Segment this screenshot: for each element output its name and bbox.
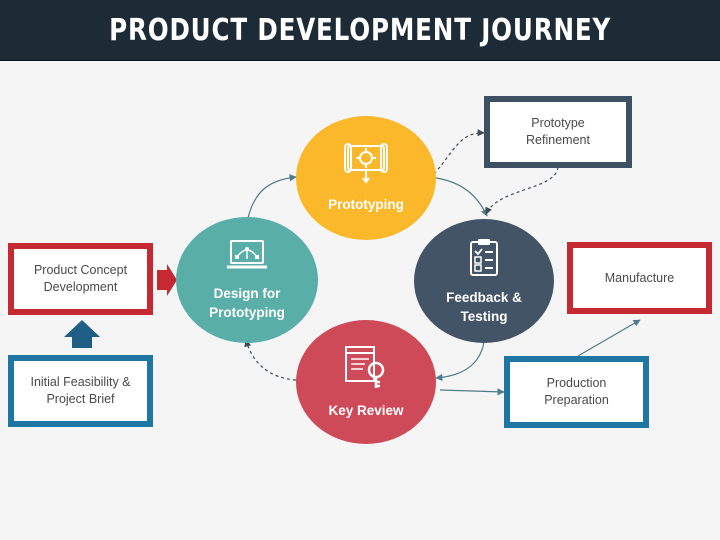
arrow-prototyping-to-refinement (433, 129, 485, 175)
design-label: Design for Prototyping (209, 285, 285, 320)
arrow-prototyping-to-feedback (435, 177, 488, 217)
title-bar: PRODUCT DEVELOPMENT JOURNEY (0, 0, 720, 61)
arrow-feedback-to-review (435, 341, 485, 382)
feasibility-label: Initial Feasibility & Project Brief (30, 375, 131, 406)
arrow-review-to-design (244, 339, 297, 381)
key-review-circle: Key Review (296, 320, 436, 444)
product-concept-label: Product Concept Development (33, 263, 128, 294)
arrow-design-to-prototyping (247, 174, 297, 219)
prototyping-circle: Prototyping (296, 116, 436, 240)
page-title: PRODUCT DEVELOPMENT JOURNEY (108, 12, 612, 48)
production-preparation-label: Production Preparation (544, 376, 609, 407)
manufacture-label: Manufacture (604, 270, 675, 285)
prototyping-label: Prototyping (328, 197, 404, 212)
clipboard-checklist-icon (467, 237, 501, 282)
laptop-design-icon (225, 239, 269, 278)
product-concept-box: Product Concept Development (8, 243, 153, 315)
arrow-review-to-production (439, 388, 505, 396)
arrow-refinement-to-feedback (485, 166, 559, 215)
blueprint-icon (342, 142, 390, 189)
feasibility-box: Initial Feasibility & Project Brief (8, 355, 153, 427)
production-preparation-box: Production Preparation (504, 356, 649, 428)
arrow-concept-to-design (157, 264, 177, 296)
prototype-refinement-label: Prototype Refinement (526, 116, 590, 147)
feedback-label: Feedback & Testing (446, 289, 522, 324)
document-key-icon (343, 344, 389, 395)
prototype-refinement-box: Prototype Refinement (484, 96, 632, 168)
manufacture-box: Manufacture (567, 242, 712, 314)
design-circle: Design for Prototyping (176, 217, 318, 343)
arrow-feasibility-to-concept (64, 320, 100, 348)
arrow-production-to-manufacture (577, 319, 641, 357)
feedback-circle: Feedback & Testing (414, 219, 554, 343)
key-review-label: Key Review (328, 403, 404, 418)
